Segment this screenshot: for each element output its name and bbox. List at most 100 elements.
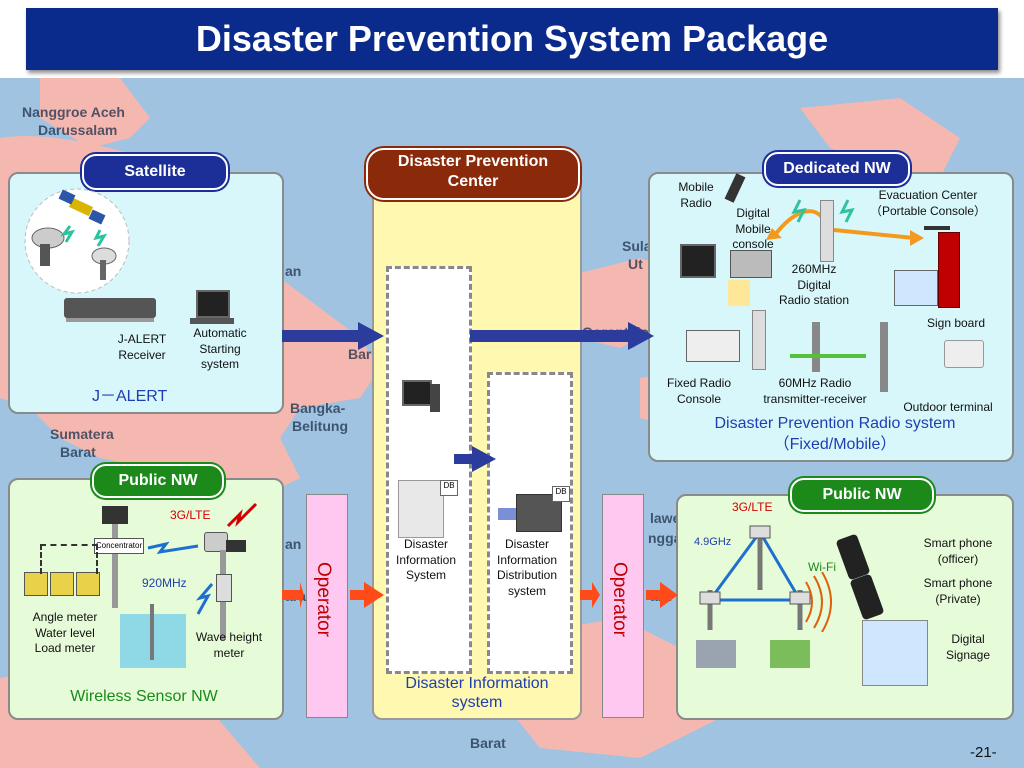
db-icon: DB [440, 480, 458, 496]
outdoor-terminal-icon [880, 322, 888, 392]
public-right-header: Public NW [790, 478, 934, 512]
console-icon [730, 250, 772, 278]
map-label: Sula [622, 238, 652, 254]
radio-receiver-icon [944, 340, 984, 368]
mhz-label: 920MHz [142, 576, 187, 590]
map-label: Barat [470, 735, 506, 751]
signal-icon [60, 225, 76, 243]
map-label: ngga [648, 530, 682, 546]
red-arrow-3 [580, 582, 600, 608]
receiver-device-icon [64, 298, 156, 318]
operator-right-label: Operator [609, 562, 630, 637]
map-label: Belitung [292, 418, 348, 434]
wave-height-label: Wave height meter [195, 630, 263, 660]
blue-arrow-internal [454, 446, 496, 472]
link-arrow [790, 354, 866, 358]
info-system-box [386, 266, 472, 674]
computer-icon [196, 290, 230, 318]
wireless-sensor-footer: Wireless Sensor NW [70, 688, 218, 705]
sensor-icon [76, 572, 100, 596]
sensor-link [40, 544, 98, 574]
signal-bolt-icon [147, 541, 199, 555]
sensor-icon [50, 572, 74, 596]
red-arrow-2 [350, 582, 384, 608]
map-label: Sumatera [50, 426, 114, 442]
antenna-tower-icon [820, 200, 834, 262]
satellite-header: Satellite [82, 154, 228, 190]
jalert-footer: J－ALERT [92, 388, 168, 405]
lte-label: 3G/LTE [732, 500, 773, 514]
page-number: -21- [970, 744, 997, 761]
dish-antenna-icon [31, 227, 65, 266]
map-label: an [285, 536, 302, 552]
mobile-radio-label: Mobile Radio [678, 180, 714, 210]
map-label: lawe [650, 510, 681, 526]
digital-signage-icon [862, 620, 928, 686]
satellite-illustration [24, 188, 130, 294]
wifi-label: Wi-Fi [808, 560, 836, 574]
transmitter-label: 60MHz Radio transmitter-receiver [763, 376, 867, 406]
digital-mobile-console-label: Digital Mobile console [732, 206, 774, 252]
wifi-waves-icon [805, 572, 832, 632]
city-icon [696, 640, 736, 668]
solar-panel-icon [226, 540, 246, 552]
blue-arrow-satellite [282, 322, 384, 350]
operator-left-label: Operator [313, 562, 334, 637]
receiver-device-base [66, 318, 154, 322]
map-label: Ut [628, 256, 643, 272]
dish-antenna-icon [91, 247, 117, 280]
down-arrow-icon [728, 280, 750, 306]
building-icon [894, 270, 938, 306]
info-system-label: Disaster Information System [395, 537, 457, 583]
map-label: Nanggroe Aceh [22, 104, 125, 120]
signal-bolt-icon [226, 502, 258, 528]
title-bar [26, 8, 998, 70]
lte-label: 3G/LTE [170, 508, 211, 522]
keyboard-icon [190, 318, 234, 324]
red-arrow-1 [282, 582, 304, 608]
page-title: Disaster Prevention System Package [195, 18, 829, 59]
computer-tower-icon [430, 384, 440, 412]
phone-officer-label: Smart phone (officer) [923, 536, 993, 566]
wave-sensor-icon [216, 574, 232, 602]
signal-bolt-icon [195, 583, 214, 615]
digital-signage-label: Digital Signage [945, 632, 991, 662]
map-label: Barat [60, 444, 96, 460]
computer-icon [402, 380, 432, 406]
db-icon: DB [552, 486, 570, 502]
satellite-icon [58, 189, 106, 225]
pole-icon [150, 604, 154, 660]
evacuation-center-label: Evacuation Center （Portable Console） [869, 188, 987, 218]
blue-arrow-dedicated [470, 322, 654, 350]
center-header: Disaster Prevention Center [366, 148, 580, 200]
red-arrow-4 [646, 582, 678, 608]
outdoor-terminal-label: Outdoor terminal [903, 400, 993, 414]
operator-left-box [306, 494, 348, 718]
field-icon [770, 640, 810, 668]
info-system-footer: Disaster Information system [405, 675, 549, 712]
distribution-label: Disaster Information Distribution system [496, 537, 558, 598]
sensors-label: Angle meter Water level Load meter [32, 610, 98, 656]
pole-icon [112, 524, 118, 608]
antenna-icon [812, 322, 820, 372]
sign-board-label: Sign board [926, 316, 986, 330]
map-label: an [285, 263, 302, 279]
map-label: Darussalam [38, 122, 118, 138]
fixed-console-icon [686, 330, 740, 362]
computer-icon [680, 244, 716, 278]
radio-station-label: 260MHz Digital Radio station [778, 262, 850, 308]
public-left-header: Public NW [92, 464, 224, 498]
ghz-label: 4.9GHz [694, 536, 732, 548]
solar-panel-icon [102, 506, 128, 524]
server-icon [398, 480, 444, 538]
phone-private-label: Smart phone (Private) [923, 576, 993, 606]
speaker-icon [924, 226, 950, 250]
dedicated-header: Dedicated NW [764, 152, 910, 186]
mesh-network [699, 525, 811, 630]
map-label: Bar [348, 346, 372, 362]
sensor-group [24, 572, 100, 596]
public-right-panel [676, 494, 1014, 720]
operator-right-box [602, 494, 644, 718]
sign-board-icon [938, 232, 960, 308]
